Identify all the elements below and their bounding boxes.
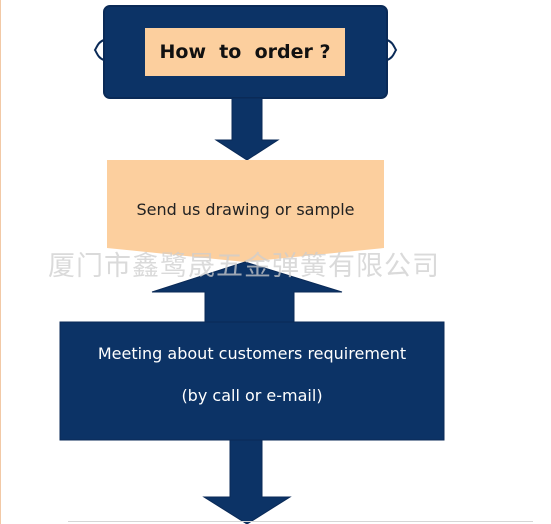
page-left-edge xyxy=(0,0,1,524)
step1-label: Send us drawing or sample xyxy=(136,200,355,219)
flowchart-title: How to order ? xyxy=(159,41,331,63)
title-banner xyxy=(93,5,398,99)
bottom-divider xyxy=(68,521,533,522)
title-inner-panel xyxy=(145,28,345,76)
step2-label-line2: (by call or e-mail) xyxy=(181,386,323,405)
step2-label-line1: Meeting about customers requirement xyxy=(97,344,407,363)
arrow-title-to-step1 xyxy=(214,97,280,161)
title-banner-left-curl xyxy=(93,39,105,61)
arrow-step2-down xyxy=(202,439,292,524)
arrow-connector-step1-step2 xyxy=(151,261,343,323)
step2-box xyxy=(59,321,445,441)
step1-callout-shape xyxy=(107,160,384,262)
title-banner-right-curl xyxy=(386,39,398,61)
